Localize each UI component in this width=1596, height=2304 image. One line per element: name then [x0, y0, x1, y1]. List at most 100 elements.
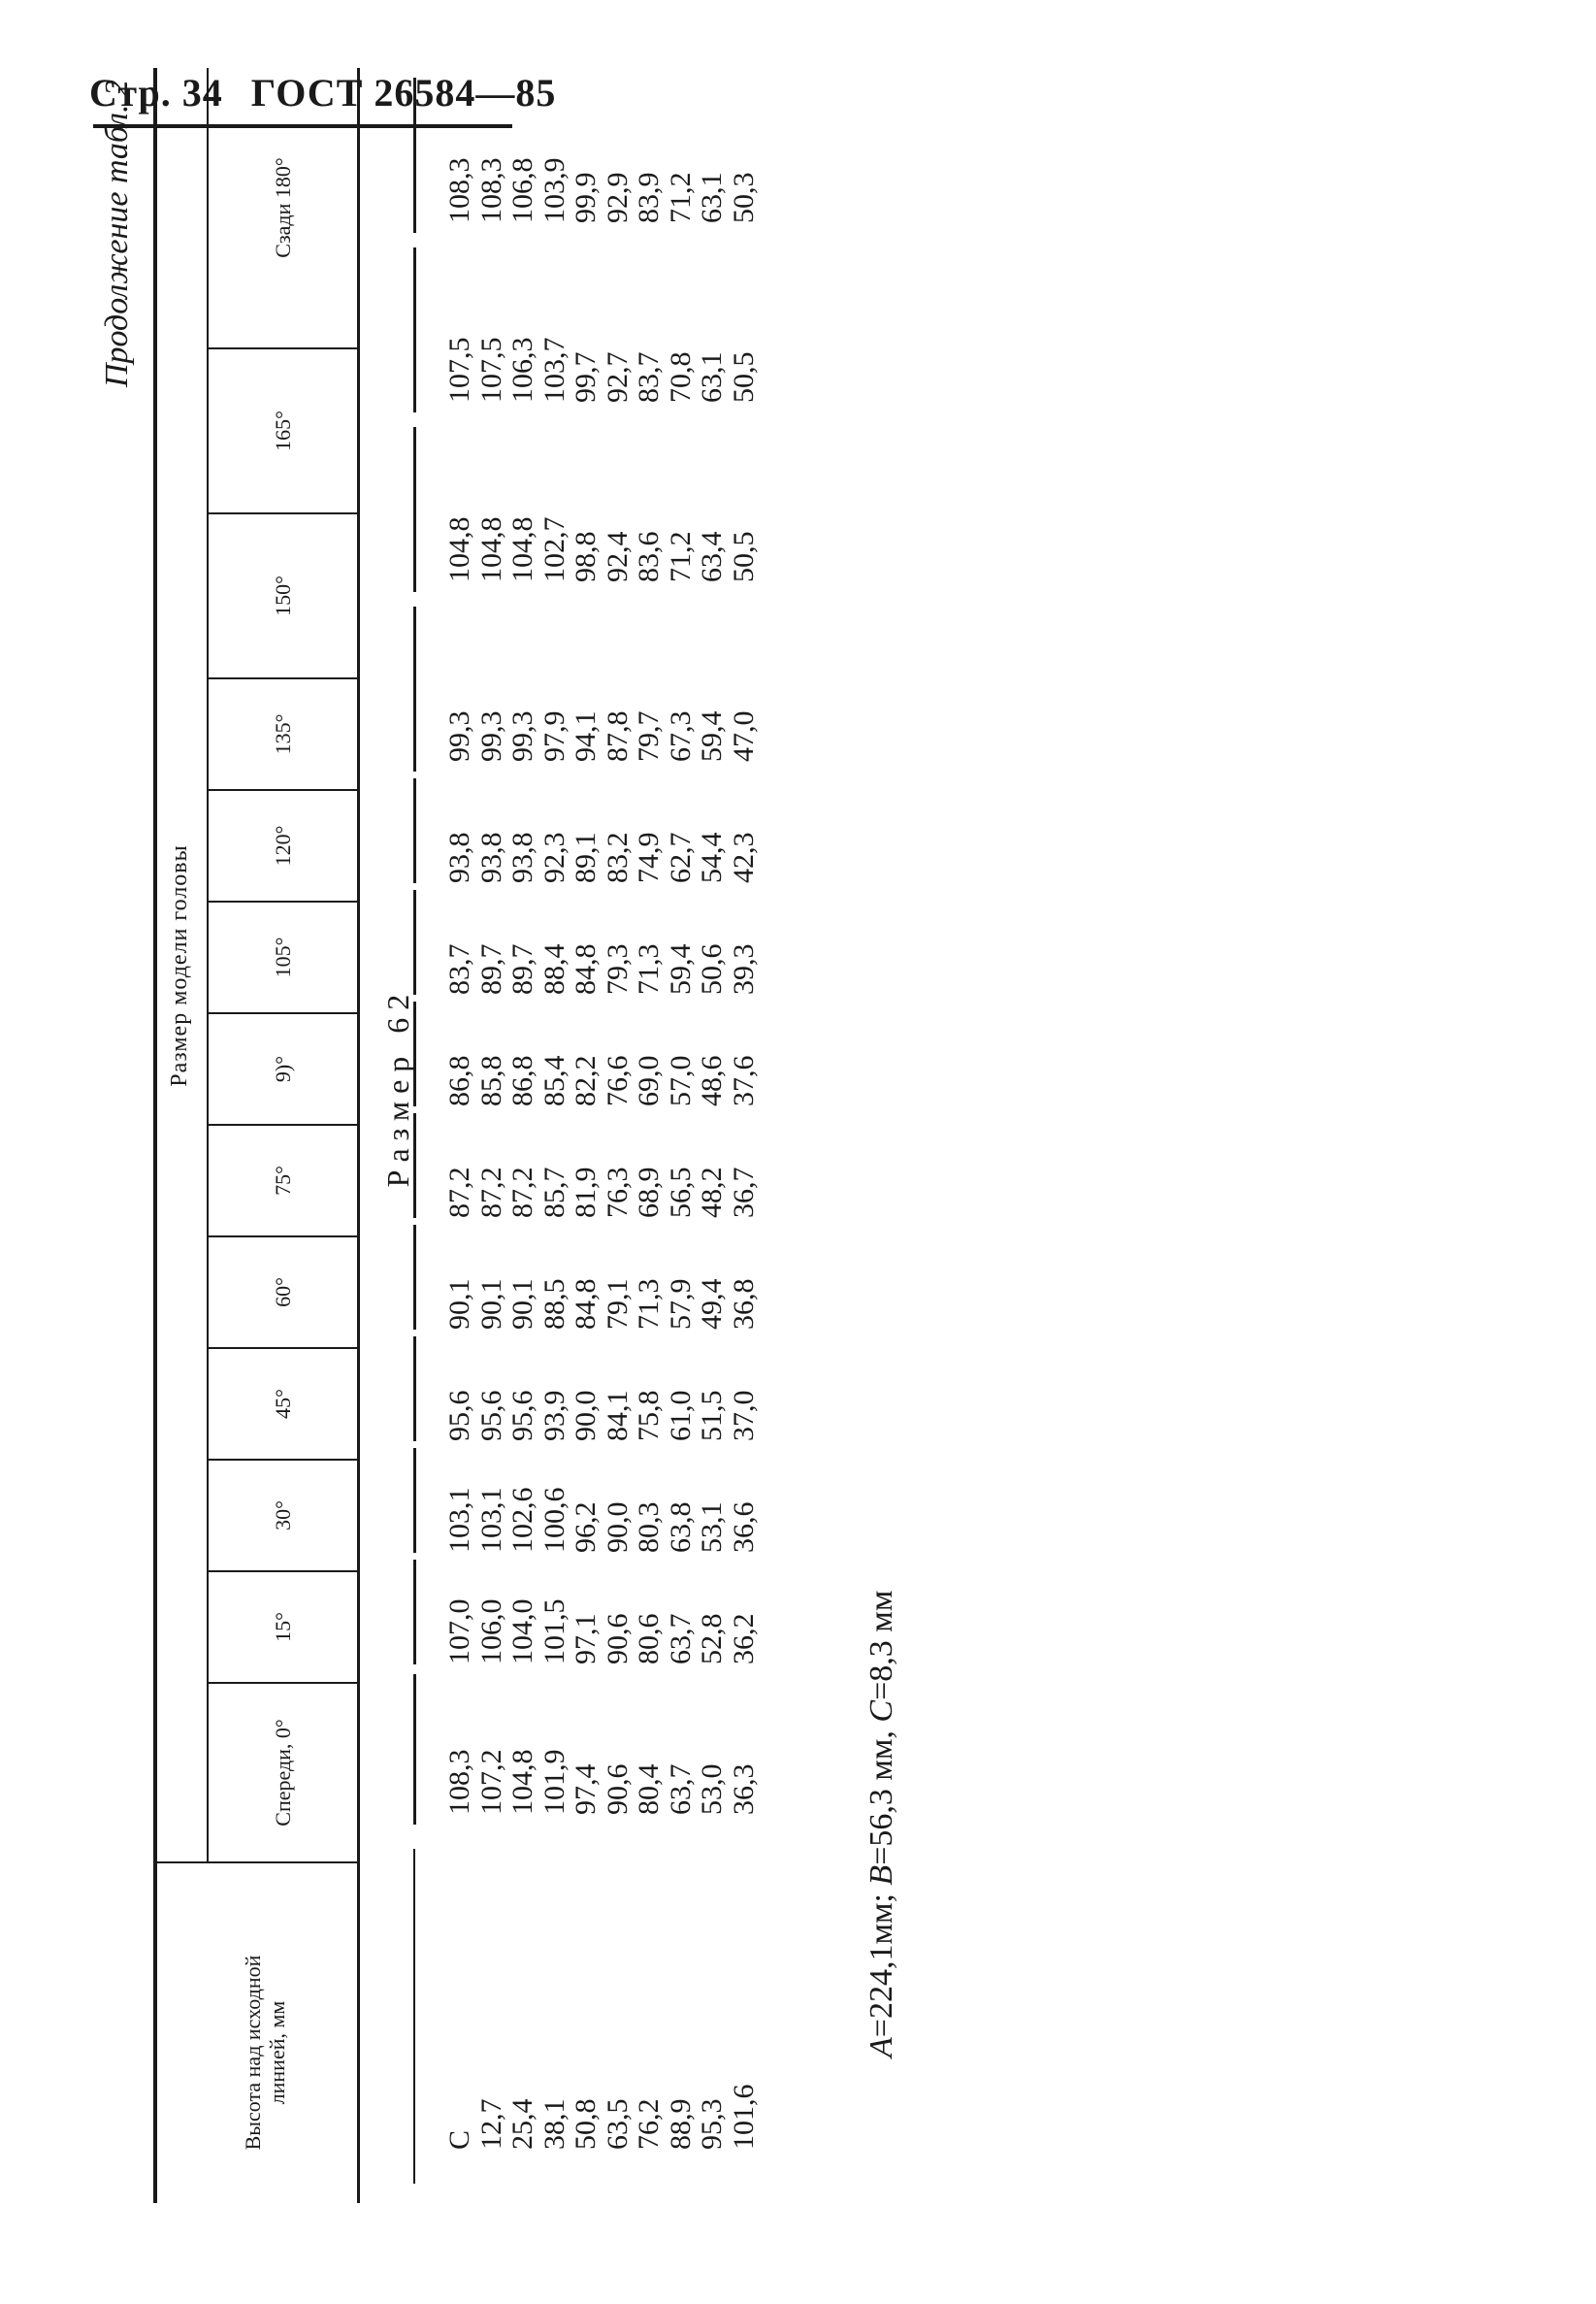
- cell-value: 71,2: [664, 172, 697, 224]
- values-column-90: 86,8 85,8 86,8 85,4 82,2 76,6 69,0 57,0 …: [443, 1055, 760, 1107]
- column-block-rule: [413, 427, 416, 592]
- column-header-30: 30°: [270, 1500, 295, 1531]
- cell-value: 63,7: [664, 1613, 697, 1665]
- column-header-45: 45°: [270, 1389, 295, 1419]
- cell-value: 87,2: [443, 1167, 475, 1219]
- column-header-105: 105°: [270, 937, 295, 978]
- cell-value: 99,7: [570, 351, 602, 404]
- cell-value: 53,0: [696, 1763, 728, 1816]
- values-column-0: 108,3 107,2 104,8 101,9 97,4 90,6 80,4 6…: [443, 1749, 760, 1816]
- cell-value: 97,4: [570, 1763, 602, 1816]
- cell-value: 51,5: [696, 1390, 728, 1442]
- cell-value: 83,6: [633, 531, 665, 583]
- cell-value: 107,0: [443, 1598, 475, 1665]
- column-header-150: 150°: [270, 576, 295, 616]
- cell-value: 86,8: [506, 1055, 538, 1107]
- cell-value: 89,7: [474, 943, 507, 996]
- cell-value: 88,5: [537, 1278, 570, 1331]
- column-block-rule: [413, 1336, 416, 1441]
- cell-value: 83,2: [601, 832, 634, 884]
- cell-value: 79,1: [601, 1278, 634, 1331]
- cell-value: 39,3: [727, 943, 760, 996]
- cell-value: 83,9: [633, 172, 665, 224]
- cell-value: 99,9: [570, 172, 602, 224]
- cell-value: 107,5: [474, 337, 507, 404]
- cell-value: 87,2: [474, 1167, 507, 1219]
- heights-column: C 12,7 25,4 38,1 50,8 63,5 76,2 88,9 95,…: [443, 2085, 760, 2151]
- cell-value: 93,8: [506, 832, 538, 884]
- cell-value: 83,7: [633, 351, 665, 404]
- cell-value: 108,3: [443, 1749, 475, 1816]
- cell-value: 71,2: [664, 531, 697, 583]
- cell-value: 97,1: [570, 1613, 602, 1665]
- data-table: Высота над исходной линией, мм Размер мо…: [153, 68, 832, 2203]
- cell-value: 63,1: [696, 172, 728, 224]
- cell-value: 59,4: [696, 710, 728, 763]
- cell-value: 79,7: [633, 710, 665, 763]
- group-header: Размер модели головы: [166, 844, 192, 1087]
- column-block-rule: [413, 247, 416, 412]
- cell-value: 47,0: [727, 710, 760, 763]
- cell-value: 85,8: [474, 1055, 507, 1107]
- cell-value: 104,8: [506, 516, 538, 583]
- column-header-135: 135°: [270, 713, 295, 755]
- footnote-c-label: C: [863, 1699, 899, 1723]
- cell-value: 63,8: [664, 1501, 697, 1554]
- cell-value: 49,4: [696, 1278, 728, 1331]
- height-value: 50,8: [570, 2098, 602, 2151]
- cell-value: 103,9: [537, 157, 570, 224]
- cell-value: 90,6: [601, 1613, 634, 1665]
- height-value: C: [443, 2129, 475, 2150]
- cell-value: 104,8: [474, 516, 507, 583]
- cell-value: 106,0: [474, 1598, 507, 1665]
- header-bottom-rule: [357, 68, 360, 2203]
- cell-value: 93,8: [443, 832, 475, 884]
- height-value: 76,2: [633, 2098, 665, 2151]
- column-block-rule: [413, 778, 416, 883]
- cell-value: 80,4: [633, 1763, 665, 1816]
- cell-value: 94,1: [570, 710, 602, 763]
- cell-value: 92,7: [601, 351, 634, 404]
- cell-value: 84,8: [570, 943, 602, 996]
- values-column-135: 99,3 99,3 99,3 97,9 94,1 87,8 79,7 67,3 …: [443, 710, 760, 763]
- cell-value: 89,7: [506, 943, 538, 996]
- cell-value: 89,1: [570, 832, 602, 884]
- cell-value: 82,2: [570, 1055, 602, 1107]
- standard-number: ГОСТ 26584—85: [250, 71, 557, 115]
- column-block-rule: [413, 607, 416, 772]
- cell-value: 81,9: [570, 1167, 602, 1219]
- footnote-b-label: B: [863, 1864, 899, 1886]
- cell-value: 93,9: [537, 1390, 570, 1442]
- column-header-165: 165°: [270, 411, 295, 451]
- cell-value: 108,3: [443, 157, 475, 224]
- cell-value: 37,6: [727, 1055, 760, 1107]
- column-header-90: 9)°: [270, 1055, 295, 1083]
- cell-value: 86,8: [443, 1055, 475, 1107]
- cell-value: 90,1: [506, 1278, 538, 1331]
- cell-value: 63,7: [664, 1763, 697, 1816]
- cell-value: 104,0: [506, 1598, 538, 1665]
- cell-value: 57,0: [664, 1055, 697, 1107]
- cell-value: 96,2: [570, 1501, 602, 1554]
- cell-value: 80,3: [633, 1501, 665, 1554]
- cell-value: 107,2: [474, 1749, 507, 1816]
- column-header-0: Спереди, 0°: [270, 1719, 295, 1827]
- cell-value: 104,8: [443, 516, 475, 583]
- cell-value: 75,8: [633, 1390, 665, 1442]
- cell-value: 95,6: [506, 1390, 538, 1442]
- cell-value: 84,8: [570, 1278, 602, 1331]
- column-block-rule: [413, 890, 416, 995]
- column-block-rule: [413, 1674, 416, 1825]
- cell-value: 63,1: [696, 351, 728, 404]
- cell-value: 36,7: [727, 1167, 760, 1219]
- cell-value: 80,6: [633, 1613, 665, 1665]
- height-value: 38,1: [537, 2098, 570, 2151]
- cell-value: 36,2: [727, 1613, 760, 1665]
- cell-value: 70,8: [664, 351, 697, 404]
- cell-value: 85,7: [537, 1167, 570, 1219]
- cell-value: 92,9: [601, 172, 634, 224]
- column-block-rule: [413, 1560, 416, 1664]
- cell-value: 63,4: [696, 531, 728, 583]
- column-header-180: Сзади 180°: [270, 157, 295, 258]
- section-title: Размер 62: [380, 986, 415, 1188]
